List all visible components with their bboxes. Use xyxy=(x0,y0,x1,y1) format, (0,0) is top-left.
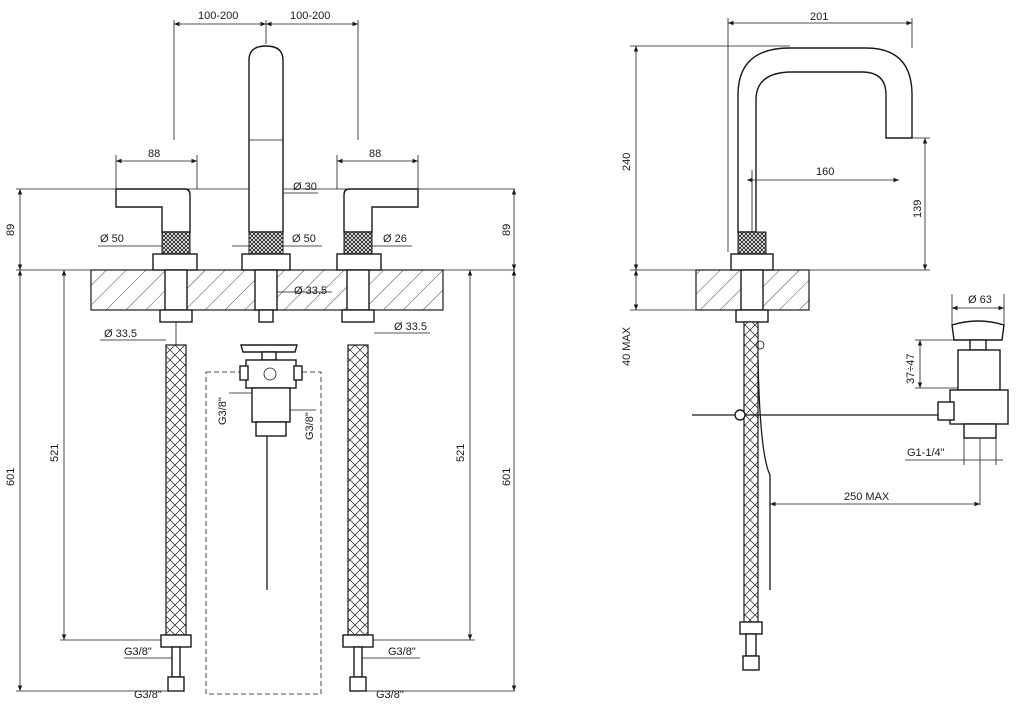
handle-width-right-label: 88 xyxy=(369,148,381,160)
waste-cap-diameter-label: Ø 63 xyxy=(968,294,992,306)
left-hose-nut xyxy=(160,634,192,648)
handle-width-left-label: 88 xyxy=(148,148,160,160)
total-right-label: 601 xyxy=(501,468,513,486)
waste-range-label: 37÷47 xyxy=(905,353,917,384)
supply-conn-right-label: G3/8" xyxy=(376,689,404,701)
center-spout xyxy=(241,45,291,323)
height-left-label: 89 xyxy=(5,224,17,236)
right-hose-end xyxy=(349,676,367,692)
pop-up-waste xyxy=(205,344,322,695)
right-hose xyxy=(347,344,369,636)
right-hose-nut xyxy=(342,634,374,648)
total-left-label: 601 xyxy=(5,468,17,486)
handle-diameter-left-label: Ø 50 xyxy=(100,233,124,245)
side-lift-rod xyxy=(757,359,771,590)
height-right-label: 89 xyxy=(501,224,513,236)
spout-height-label: 240 xyxy=(621,153,633,171)
handle-diameter-right-label: Ø 26 xyxy=(383,233,407,245)
front-view: 100-200 100-200 88 88 Ø 30 Ø 50 Ø 50 Ø 2… xyxy=(5,10,517,701)
right-hose-fitting xyxy=(353,646,363,678)
side-hose xyxy=(743,321,759,623)
hose-length-left-label: 521 xyxy=(49,444,61,462)
side-waste-valve xyxy=(937,320,1009,505)
spout-reach-label: 201 xyxy=(810,11,828,23)
spout-diameter-label: Ø 30 xyxy=(293,181,317,193)
deck-thickness-label: 40 MAX xyxy=(621,326,633,366)
supply-conn-left-label: G3/8" xyxy=(134,689,162,701)
side-spout xyxy=(737,47,913,233)
left-hose-end xyxy=(167,676,185,692)
side-knurl xyxy=(737,231,767,255)
shank-diameter-left-label: Ø 33.5 xyxy=(104,328,137,340)
shank-diameter-right-label: Ø 33.5 xyxy=(394,321,427,333)
spread-left-label: 100-200 xyxy=(198,10,238,22)
right-handle-valve xyxy=(336,188,419,323)
spout-clearance-label: 139 xyxy=(912,200,924,218)
rod-length-label: 250 MAX xyxy=(844,491,890,503)
shank-diameter-center-label: Ø 33.5 xyxy=(294,285,327,297)
hose-length-right-label: 521 xyxy=(455,444,467,462)
drain-conn-right-label: G3/8" xyxy=(304,412,316,440)
drain-conn-left-label: G3/8" xyxy=(217,397,229,425)
left-handle-valve xyxy=(115,188,198,345)
waste-thread-label: G1-1/4" xyxy=(907,447,945,459)
hose-conn-left-label: G3/8" xyxy=(124,646,152,658)
left-hose-fitting xyxy=(171,646,181,678)
spread-right-label: 100-200 xyxy=(290,10,330,22)
left-hose xyxy=(165,344,187,636)
side-view: 201 240 160 139 40 MAX Ø 63 37÷47 G1-1/4… xyxy=(621,11,1009,671)
spout-projection-label: 160 xyxy=(816,166,834,178)
hose-conn-right-label: G3/8" xyxy=(388,646,416,658)
spout-base-diameter-label: Ø 50 xyxy=(292,233,316,245)
